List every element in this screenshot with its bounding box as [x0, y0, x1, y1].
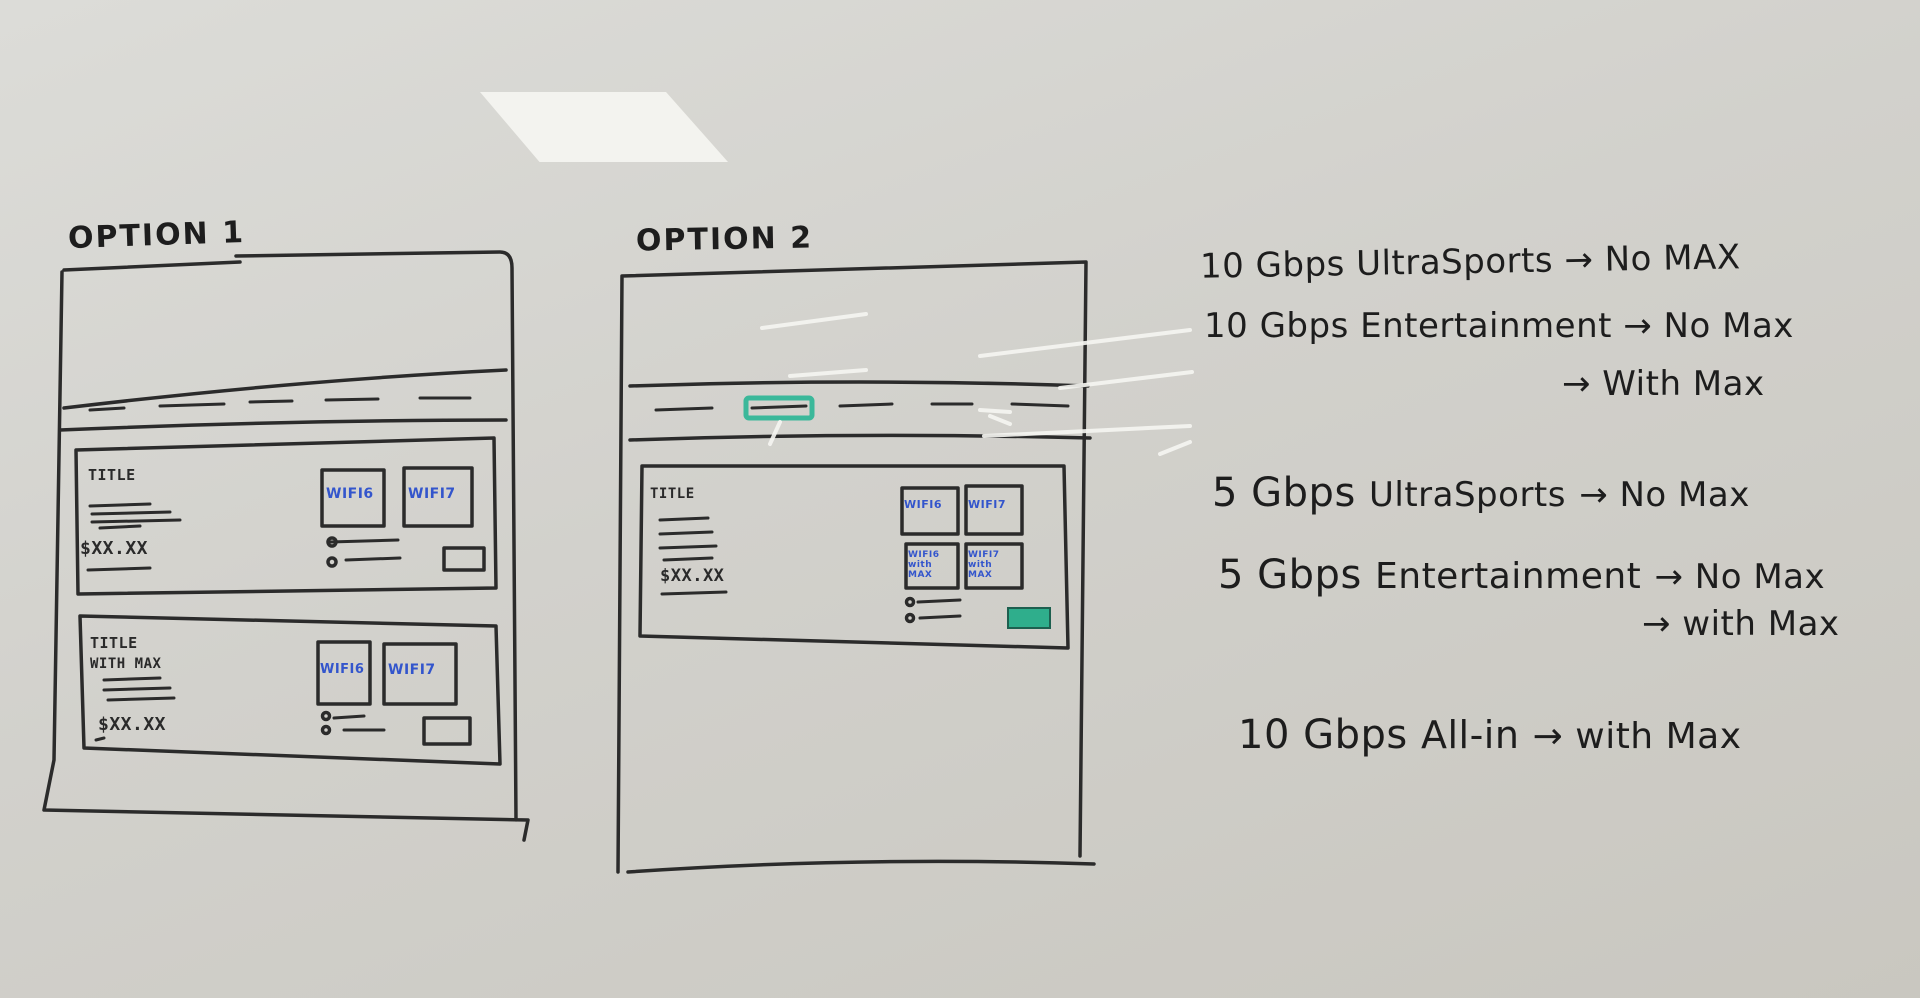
- note-2-arrow-1: → No Max: [1623, 306, 1794, 346]
- option1-card1-tile2-label: WIFI7: [408, 486, 456, 502]
- option1-frame: [42, 250, 530, 842]
- option2-tile4: [964, 542, 1024, 590]
- option1-card1-tile1-label: WIFI6: [326, 486, 374, 502]
- option1-title: OPTION 1: [67, 214, 246, 257]
- option2-tile3-label: WIFI6 with MAX: [908, 550, 940, 580]
- option1-card2-tile2: [382, 642, 458, 706]
- note-4-plan: Entertainment: [1375, 556, 1642, 597]
- option2-cta-button: [1007, 607, 1051, 629]
- option2-frame: [616, 260, 1096, 874]
- option1-card2-lines: [94, 676, 176, 742]
- note-5-arrow: → with Max: [1532, 716, 1742, 757]
- note-4-speed: 5 Gbps: [1218, 552, 1362, 598]
- option1-nav-dashes: [88, 396, 472, 412]
- note-5: 10 Gbps All-in → with Max: [1238, 712, 1742, 758]
- note-3: 5 Gbps UltraSports → No Max: [1212, 470, 1750, 516]
- option2-tile2-label: WIFI7: [968, 498, 1006, 511]
- option1-card2-tile1: [316, 640, 372, 706]
- note-3-speed: 5 Gbps: [1212, 470, 1356, 516]
- option1-card1-tile1: [320, 468, 386, 528]
- note-5-speed: 10 Gbps: [1238, 712, 1408, 758]
- option1-card2-title: TITLE: [90, 634, 138, 652]
- note-2-arrow-2: → With Max: [1562, 364, 1765, 404]
- option2-card-lines: [658, 516, 728, 596]
- option1-card2-tile1-label: WIFI6: [320, 662, 365, 677]
- option1-card1-price: $XX.XX: [80, 538, 149, 559]
- option2-card-bullets: [916, 598, 962, 620]
- option1-card1-lines: [86, 502, 182, 572]
- note-1-speed: 10 Gbps: [1199, 244, 1346, 287]
- note-5-plan: All-in: [1420, 713, 1520, 757]
- option2-tile4-label: WIFI7 with MAX: [968, 550, 1000, 580]
- note-1-plan: UltraSports: [1355, 240, 1554, 284]
- note-1-arrow: → No MAX: [1564, 237, 1741, 281]
- option1-card1-button: [442, 546, 486, 572]
- option1-header-divider: [62, 368, 508, 410]
- note-3-plan: UltraSports: [1369, 475, 1566, 515]
- option2-tile1: [900, 486, 960, 536]
- option1-nav-divider: [58, 418, 508, 432]
- option2-header-divider: [628, 380, 1090, 388]
- option2-tile1-label: WIFI6: [904, 498, 942, 511]
- option1-card2-button: [422, 716, 472, 746]
- note-4-arrow-1: → No Max: [1654, 557, 1826, 597]
- note-2: 10 Gbps Entertainment → No Max: [1204, 306, 1794, 346]
- option1-card1-title: TITLE: [88, 466, 136, 484]
- option1-card1: [74, 436, 498, 596]
- option2-title: OPTION 2: [635, 220, 814, 259]
- option2-card-price: $XX.XX: [660, 566, 725, 586]
- option2-card-title: TITLE: [650, 486, 695, 502]
- note-4: 5 Gbps Entertainment → No Max: [1218, 552, 1825, 598]
- option2-card: [638, 464, 1070, 650]
- option1-card2-tile2-label: WIFI7: [388, 662, 436, 678]
- note-2-plan: Entertainment: [1360, 306, 1612, 346]
- option2-tile2: [964, 484, 1024, 536]
- option2-nav-divider: [628, 433, 1092, 442]
- option1-card2-bullets: [332, 714, 386, 732]
- option1-card1-bullets: [328, 538, 402, 562]
- option1-card1-tile2: [402, 466, 474, 528]
- option2-selected-tab: [743, 395, 815, 421]
- note-4-arrow-2: → with Max: [1642, 604, 1840, 644]
- note-2-speed: 10 Gbps: [1204, 306, 1349, 346]
- note-3-arrow: → No Max: [1579, 475, 1750, 515]
- option2-nav-dashes: [654, 402, 1070, 412]
- option1-card2-price: $XX.XX: [98, 714, 167, 735]
- option1-card2-subtitle: WITH MAX: [90, 656, 162, 672]
- option2-tile3: [904, 542, 960, 590]
- option1-card2: [78, 614, 502, 766]
